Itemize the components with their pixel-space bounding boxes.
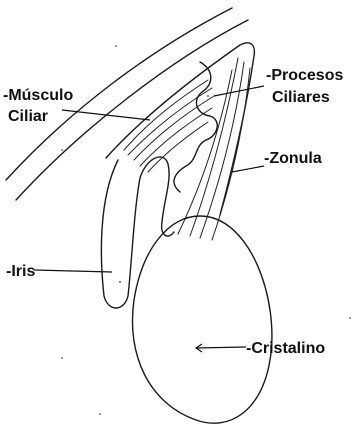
speck bbox=[207, 95, 209, 97]
pointer-musculo-ciliar bbox=[62, 110, 150, 120]
cristalino-lens bbox=[132, 216, 271, 423]
zonula-fibers bbox=[178, 58, 250, 240]
label-procesos-ciliares-line1: -Procesos bbox=[266, 67, 343, 84]
speck bbox=[349, 317, 351, 319]
label-procesos-ciliares-line2: Ciliares bbox=[272, 89, 330, 106]
label-cristalino: -Cristalino bbox=[246, 340, 325, 357]
speck bbox=[119, 281, 121, 283]
speck bbox=[61, 149, 63, 151]
sclera-inner-curve bbox=[16, 20, 248, 200]
label-zonula: -Zonula bbox=[264, 150, 322, 167]
speck bbox=[115, 45, 117, 47]
speck bbox=[99, 413, 101, 415]
speck bbox=[61, 357, 63, 359]
pointer-iris bbox=[34, 270, 112, 272]
label-musculo-ciliar-line2: Ciliar bbox=[8, 108, 48, 125]
label-musculo-ciliar-line1: -Músculo bbox=[3, 87, 73, 104]
pointer-zonula bbox=[232, 166, 264, 172]
label-iris: -Iris bbox=[6, 263, 35, 280]
pointer-cristalino bbox=[196, 347, 246, 348]
